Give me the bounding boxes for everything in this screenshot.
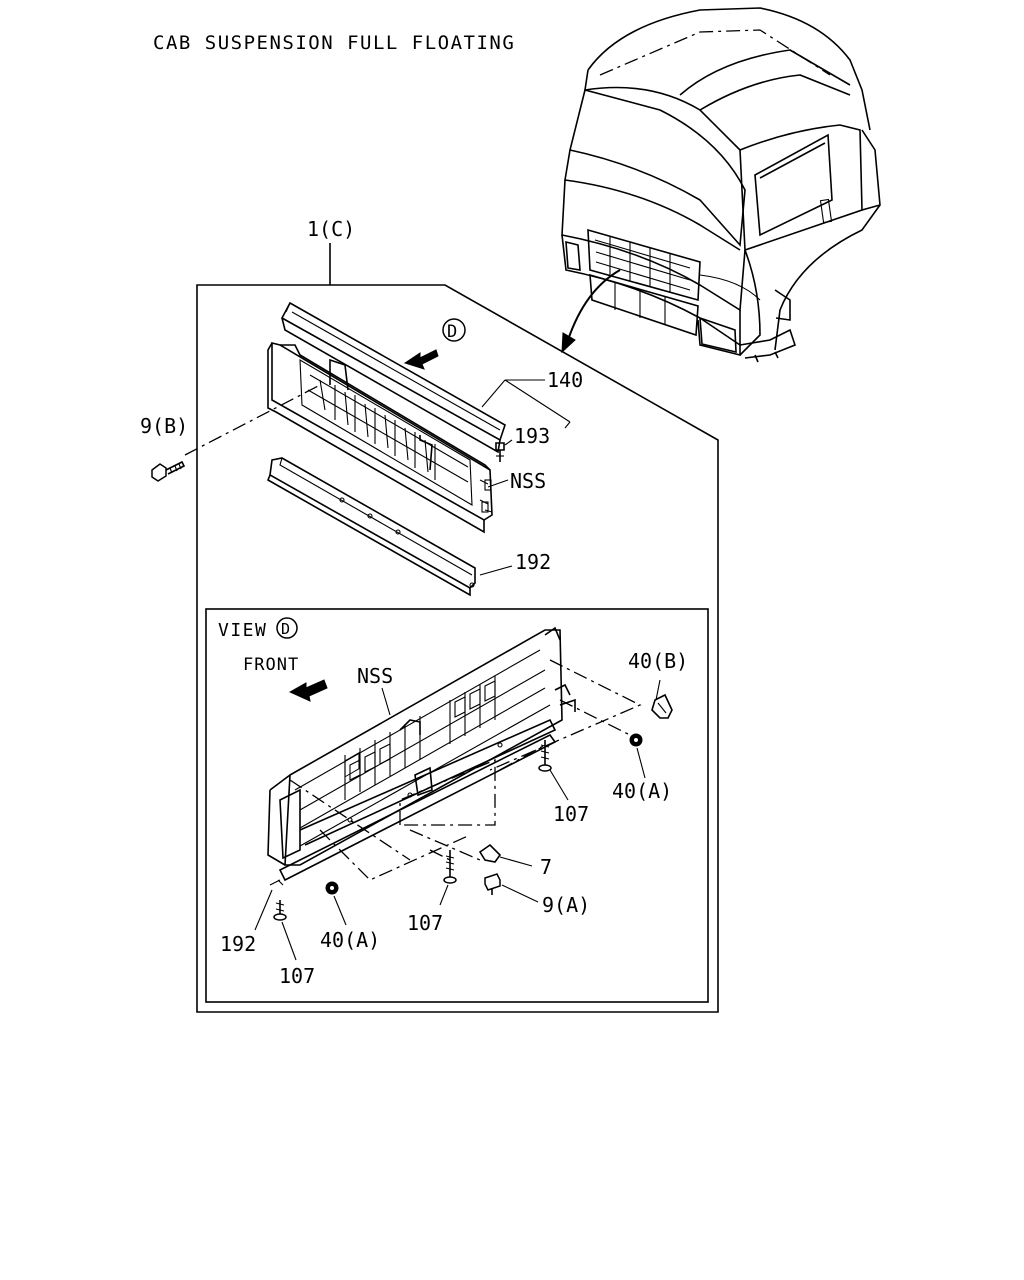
inset-view-marker-circle (276, 617, 298, 639)
callout-192-top: 192 (515, 550, 551, 574)
screw-107-left (273, 900, 297, 961)
callout-193: 193 (514, 424, 550, 448)
inset-grille-rear-view (267, 626, 576, 886)
callout-nss-main: NSS (510, 469, 546, 493)
view-d-marker: D (447, 322, 457, 342)
diagram-title: CAB SUSPENSION FULL FLOATING (153, 32, 515, 54)
truck-cab-illustration (561, 7, 881, 363)
inset-callout-7: 7 (540, 855, 552, 879)
callout-assembly-1c: 1(C) (307, 217, 355, 241)
callout-9b: 9(B) (140, 414, 188, 438)
inset-front-label: FRONT (243, 655, 299, 675)
inset-callout-107-center: 107 (407, 911, 443, 935)
inset-callout-192: 192 (220, 932, 256, 956)
inset-callout-107-left: 107 (279, 964, 315, 988)
inset-view-marker: D (281, 620, 290, 638)
inset-callout-9a: 9(A) (542, 893, 590, 917)
inset-callout-40a-left: 40(A) (320, 928, 380, 952)
screw-107-center (439, 850, 457, 906)
bolt-9a (484, 873, 539, 903)
nut-40a-left (325, 881, 347, 926)
lower-bar-192 (266, 457, 513, 597)
front-grille-nss (267, 341, 493, 534)
assembly-frame (196, 243, 719, 1013)
leader-140 (481, 379, 571, 429)
view-d-inset-frame (205, 608, 709, 1003)
inset-attachment-lines (289, 659, 642, 881)
inset-callout-107-right: 107 (553, 802, 589, 826)
callout-140: 140 (547, 368, 583, 392)
inset-view-label: VIEW (218, 620, 267, 641)
inset-callout-40a-right: 40(A) (612, 779, 672, 803)
clip-40b (651, 679, 673, 719)
leader-nss-inset (381, 687, 391, 716)
bolt-9b (151, 384, 321, 482)
clip-193 (495, 439, 513, 462)
front-direction-arrow (288, 679, 328, 702)
inset-callout-40b: 40(B) (628, 649, 688, 673)
view-d-marker-circle (442, 318, 466, 342)
upper-garnish-bar-140 (280, 301, 506, 454)
nut-40a-right (629, 733, 646, 779)
leader-192-inset (254, 889, 273, 931)
nut-7 (478, 843, 533, 867)
inset-callout-nss: NSS (357, 664, 393, 688)
screw-107-right (538, 740, 569, 801)
view-d-arrow (403, 318, 466, 370)
leader-nss (487, 479, 509, 488)
